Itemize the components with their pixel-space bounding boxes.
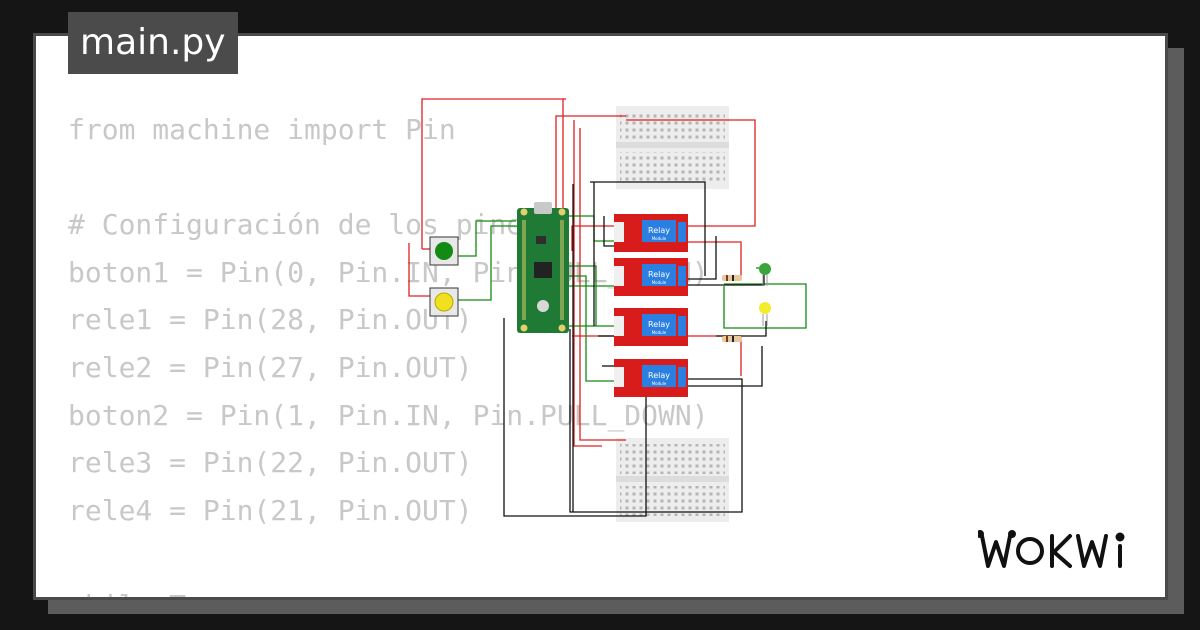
- push-button-yellow[interactable]: [429, 287, 459, 317]
- wokwi-logo-icon: [978, 530, 1125, 568]
- relay-sublabel: Module: [652, 236, 667, 241]
- code-line: rele3 = Pin(22, Pin.OUT): [68, 446, 473, 480]
- code-line: boton2 = Pin(1, Pin.IN, Pin.PULL_DOWN): [68, 398, 709, 432]
- relay-module-2[interactable]: Relay Module: [614, 258, 688, 296]
- led-yellow[interactable]: [759, 302, 771, 326]
- push-button-green[interactable]: [429, 236, 459, 266]
- relay-module-1[interactable]: Relay Module: [614, 214, 688, 252]
- resistor[interactable]: [722, 275, 742, 281]
- wires-black: [503, 181, 767, 517]
- relay-label: Relay: [648, 226, 670, 235]
- resistor[interactable]: [722, 336, 742, 342]
- file-tab[interactable]: main.py: [68, 12, 238, 74]
- preview-card: from machine import Pin # Configuración d…: [33, 33, 1168, 600]
- relay-label: Relay: [648, 270, 670, 279]
- relay-sublabel: Module: [652, 280, 667, 285]
- relay-module-3[interactable]: Relay Module: [614, 308, 688, 346]
- led-green[interactable]: [759, 263, 771, 286]
- raspberry-pi-pico[interactable]: [517, 202, 569, 333]
- relay-sublabel: Module: [652, 381, 667, 386]
- breadboard-top: [616, 106, 729, 189]
- relay-module-4[interactable]: Relay Module: [614, 359, 688, 397]
- circuit-diagram: Relay Module Relay Module Relay Module R…: [408, 98, 807, 522]
- wokwi-logo: [978, 528, 1150, 574]
- code-preview: from machine import Pin # Configuración d…: [68, 106, 709, 597]
- code-line: from machine import Pin: [68, 113, 456, 146]
- code-line: # Configuración de los pines: [68, 208, 541, 242]
- code-line: while True:: [68, 582, 709, 597]
- breadboard-bottom: [616, 438, 729, 522]
- relay-label: Relay: [648, 320, 670, 329]
- relay-sublabel: Module: [652, 330, 667, 335]
- code-line: boton1 = Pin(0, Pin.IN, Pin.PULL_DOWN): [68, 255, 709, 289]
- raspberry-logo-icon: [537, 300, 549, 312]
- relay-label: Relay: [648, 371, 670, 380]
- code-line: rele4 = Pin(21, Pin.OUT): [68, 493, 473, 527]
- code-line: rele2 = Pin(27, Pin.OUT): [68, 350, 473, 384]
